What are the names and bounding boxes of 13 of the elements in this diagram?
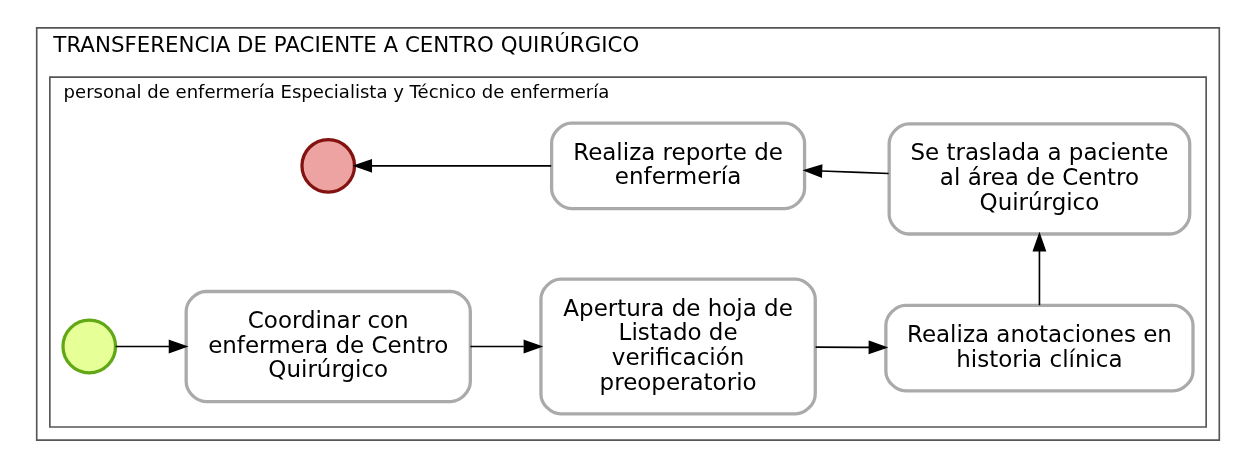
- node-box: Apertura de hoja de Listado de verificación preoperatorio: [539, 277, 817, 416]
- arrow: [469, 339, 544, 354]
- node-box: Se traslada a paciente al área de Centro Quirúrgico: [887, 122, 1192, 236]
- arrow: [1032, 231, 1047, 306]
- node-circle: [61, 318, 118, 375]
- node-box: Realiza anotaciones en historia clínica: [884, 303, 1195, 393]
- arrow: [352, 158, 553, 173]
- node-box: Realiza reporte de enfermería: [550, 121, 807, 211]
- arrow: [114, 339, 189, 354]
- node-box: Coordinar con enfermera de Centro Quirúrgico: [184, 289, 472, 404]
- arrow: [814, 340, 889, 355]
- node-circle: [300, 137, 357, 194]
- arrow: [802, 164, 890, 178]
